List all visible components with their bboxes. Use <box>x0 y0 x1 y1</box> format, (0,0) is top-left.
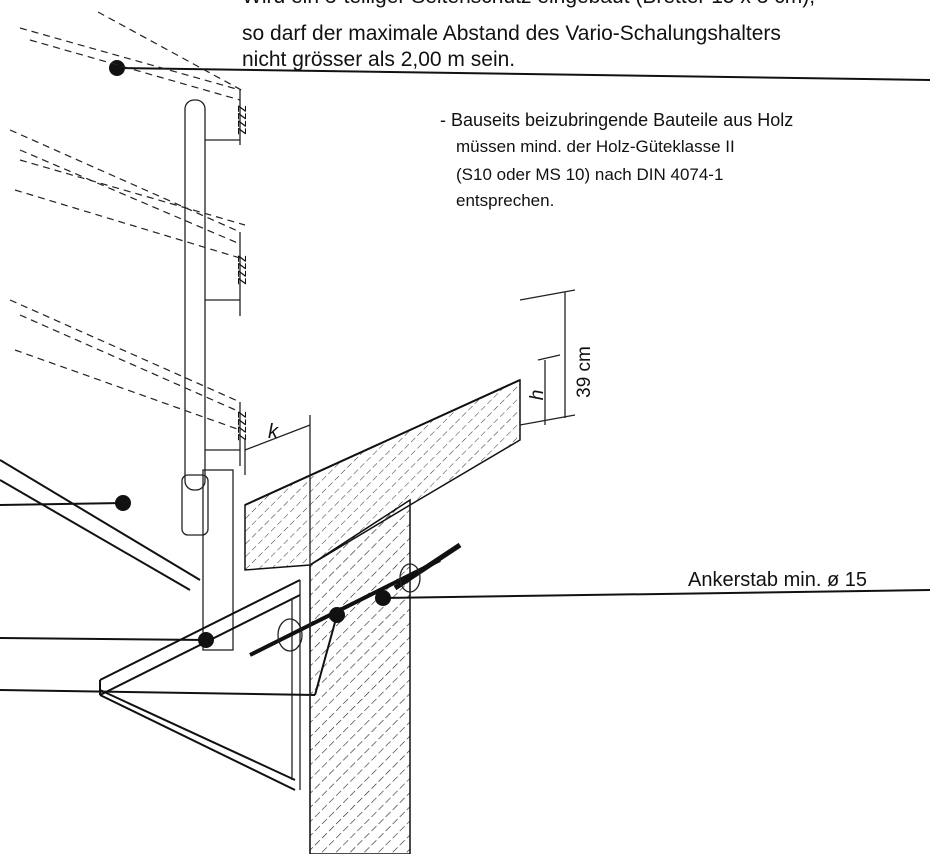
side-note-line-1: - Bauseits beizubringende Bauteile aus H… <box>440 110 793 130</box>
top-note: Wird ein 3-teiliger Seitenschutz eingeba… <box>242 0 815 71</box>
anchor-rod-label: Ankerstab min. ø 15 <box>688 569 867 591</box>
top-note-line-1: Wird ein 3-teiliger Seitenschutz eingeba… <box>242 0 815 8</box>
top-leader <box>109 60 930 81</box>
dimension-k: k <box>244 415 311 854</box>
guardrail-boards: zzzz zzzz zzzz <box>9 11 251 466</box>
leader-lines <box>0 495 930 696</box>
top-note-line-2: so darf der maximale Abstand des Vario-S… <box>242 22 781 45</box>
guardrail-post <box>181 99 240 651</box>
side-note-line-3: (S10 oder MS 10) nach DIN 4074-1 <box>456 165 723 184</box>
anchor-rod <box>249 542 462 657</box>
dimension-k-label: k <box>268 421 279 443</box>
dimension-h-label: h <box>527 390 548 401</box>
svg-text:zzzz: zzzz <box>234 255 251 285</box>
svg-text:zzzz: zzzz <box>234 411 251 441</box>
side-note-line-4: entsprechen. <box>456 191 554 210</box>
side-note-line-2: müssen mind. der Holz-Güteklasse II <box>456 137 735 156</box>
dimension-height: 39 cm h <box>519 289 595 426</box>
concrete-slab <box>244 378 521 855</box>
top-note-line-3: nicht grösser als 2,00 m sein. <box>242 48 515 71</box>
dimension-height-label: 39 cm <box>574 346 595 398</box>
side-note: - Bauseits beizubringende Bauteile aus H… <box>440 110 793 210</box>
svg-text:zzzz: zzzz <box>234 105 251 135</box>
bracket-frame <box>0 459 301 791</box>
